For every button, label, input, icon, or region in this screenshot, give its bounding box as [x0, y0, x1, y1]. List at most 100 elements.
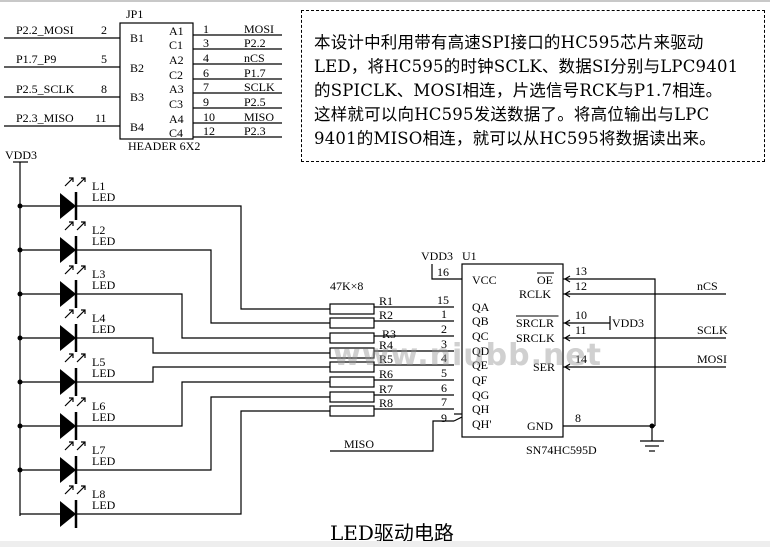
header-right-net: P2.3	[244, 124, 266, 138]
resistor-body	[329, 347, 375, 359]
bottom-border	[0, 541, 770, 547]
chip-pin-name: GND	[527, 419, 553, 433]
emission-arrow-icon	[64, 177, 74, 187]
header-pin-label: C4	[169, 126, 183, 140]
chip-pin-name: SRCLK	[516, 331, 555, 345]
led-diode-icon	[60, 413, 76, 439]
led-type: LED	[92, 454, 116, 468]
oe-to-gnd-wire	[570, 278, 656, 426]
description-note: 本设计中利用带有高速SPI接口的HC595芯片来驱动 LED，将HC595的时钟…	[301, 10, 765, 162]
header-left-pin: 11	[95, 111, 107, 125]
chip-pin-name: VCC	[472, 273, 497, 287]
note-line: 本设计中利用带有高速SPI接口的HC595芯片来驱动	[314, 33, 704, 52]
emission-arrow-icon	[76, 485, 86, 495]
emission-arrow-icon	[76, 177, 86, 187]
note-line: 这样就可以向HC595发送数据了。将高位输出与LPC	[314, 105, 710, 124]
header-right-pin: 4	[203, 51, 209, 65]
header-right-net: nCS	[244, 51, 265, 65]
header-pin-label: B4	[130, 120, 144, 134]
net-label-ncs: nCS	[697, 279, 718, 293]
net-label-mosi: MOSI	[697, 352, 727, 366]
led-to-resistor-wire	[77, 396, 330, 471]
led-diode-icon	[60, 237, 76, 263]
chip-pin-name: SRCLR	[516, 316, 554, 330]
led-to-resistor-wire	[77, 249, 330, 324]
chip-pin-name: QC	[472, 329, 489, 343]
chip-vdd-label: VDD3	[421, 249, 453, 263]
header-left-pin: 2	[101, 23, 107, 37]
led-diode-icon	[60, 457, 76, 483]
vcc-pin-number: 16	[437, 265, 449, 279]
header-right-pin: 9	[203, 95, 209, 109]
resistor-body	[329, 376, 375, 388]
net-label-sclk: SCLK	[697, 323, 728, 337]
chip-pin-name: QH'	[472, 417, 492, 431]
header-body	[119, 22, 194, 140]
resistor-ref: R7	[379, 382, 393, 396]
led-diode-icon	[60, 325, 76, 351]
chip-pin-number: 11	[575, 323, 587, 337]
header-right-net: P1.7	[244, 66, 266, 80]
header-right-pin: 7	[203, 80, 209, 94]
chip-u1: VDD3 U1 16 VCC SN74HC595D QAQBQCQDQEQFQG…	[421, 249, 597, 457]
header-type: HEADER 6X2	[128, 139, 200, 153]
resistor-ref: R3	[382, 327, 396, 341]
chip-pin-name: QA	[472, 300, 490, 314]
note-line: 9401的MISO相连，就可以从HC595将数据读出来。	[314, 129, 716, 148]
net-label-miso: MISO	[344, 437, 374, 451]
note-line: 的SPICLK、MOSI相连，片选信号RCK与P1.7相连。	[314, 81, 723, 100]
led-diode-icon	[60, 369, 76, 395]
led-type: LED	[92, 366, 116, 380]
header-pin-label: C3	[169, 97, 183, 111]
input-marker-icon	[563, 334, 571, 342]
chip-pin-number: 14	[575, 352, 587, 366]
output-marker	[453, 416, 463, 422]
input-marker-icon	[563, 319, 571, 327]
resistor-ref: R2	[379, 308, 393, 322]
led-to-resistor-wire	[77, 337, 330, 354]
led-ref: L8	[92, 487, 105, 501]
vdd-rail: VDD3	[5, 148, 37, 516]
header-left-net: P2.3_MISO	[16, 111, 74, 125]
header-right-pin: 3	[203, 36, 209, 50]
header-left-pin: 5	[101, 52, 107, 66]
header-pin-label: C1	[169, 38, 183, 52]
top-border	[0, 0, 770, 2]
emission-arrow-icon	[64, 221, 74, 231]
header-right-net: MOSI	[244, 22, 274, 36]
led-ref: L3	[92, 267, 105, 281]
resistor-body	[329, 361, 375, 373]
chip-body	[461, 263, 564, 438]
chip-pin-name: QB	[472, 314, 489, 328]
emission-arrow-icon	[76, 309, 86, 319]
header-right-pin: 6	[203, 66, 209, 80]
chip-pin-number: 3	[441, 337, 447, 351]
led-ref: L6	[92, 399, 105, 413]
resistor-body	[329, 303, 375, 315]
header-right-net: P2.5	[244, 95, 266, 109]
emission-arrow-icon	[76, 221, 86, 231]
led-type: LED	[92, 190, 116, 204]
resistor-value: 47K×8	[330, 279, 363, 293]
led-diode-icon	[60, 281, 76, 307]
emission-arrow-icon	[64, 353, 74, 363]
header-left-pin: 8	[101, 82, 107, 96]
vdd-label: VDD3	[5, 148, 37, 162]
chip-pin-name: OE	[537, 273, 553, 287]
note-text: 本设计中利用带有高速SPI接口的HC595芯片来驱动 LED，将HC595的时钟…	[314, 31, 764, 151]
input-marker-icon	[563, 275, 571, 283]
led-to-resistor-wire	[77, 205, 330, 310]
header-pin-label: A1	[169, 24, 184, 38]
vcc-wire	[431, 264, 462, 280]
header-pin-label: C2	[169, 68, 183, 82]
chip-pin-name: QG	[472, 388, 490, 402]
led-to-resistor-wire	[77, 293, 330, 339]
chip-pin-number: 10	[575, 308, 587, 322]
chip-pin-number: 7	[441, 395, 447, 409]
